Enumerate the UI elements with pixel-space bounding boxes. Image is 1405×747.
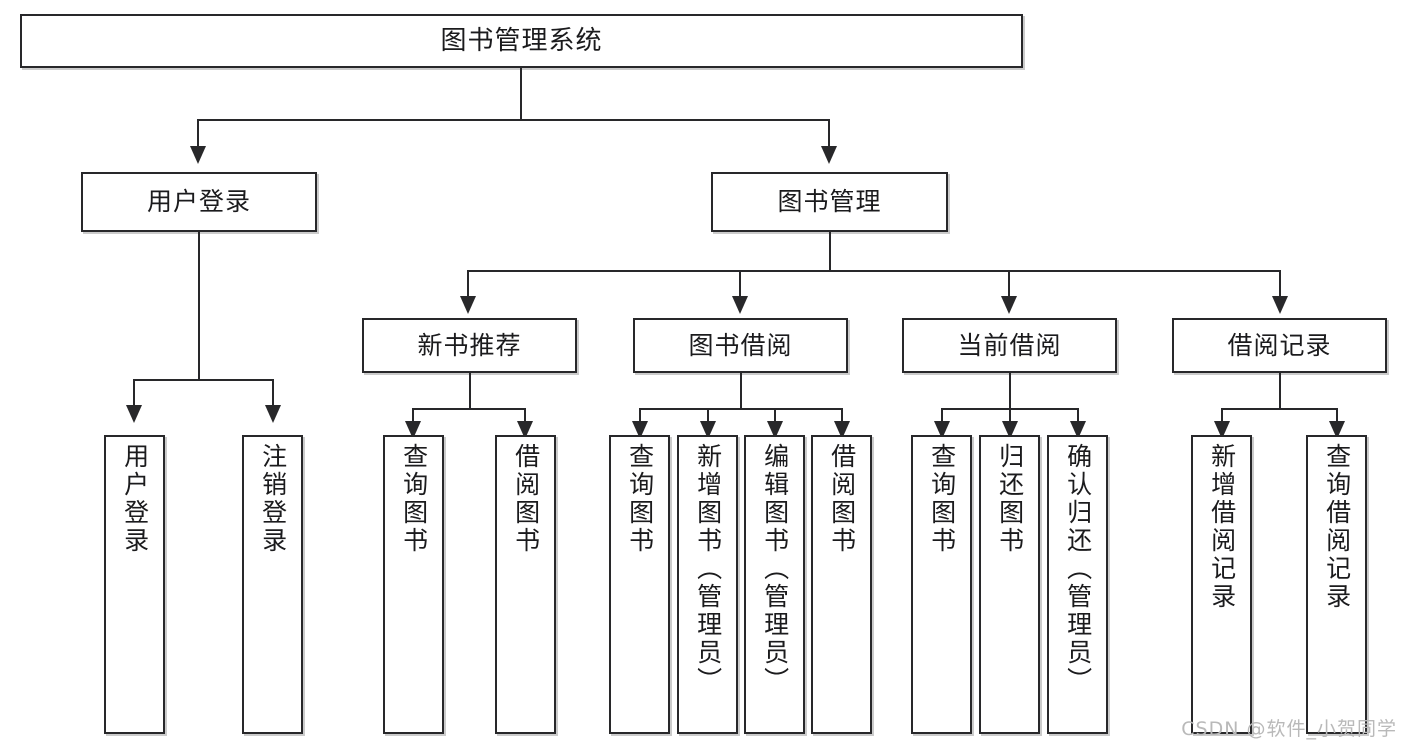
arrowhead-br-1 <box>1214 421 1230 439</box>
arrowhead-nb-2 <box>517 421 533 439</box>
leaf-query-book-cb[interactable]: 查询图书 <box>911 435 972 734</box>
connector-user-login-bar <box>133 379 273 381</box>
node-label: 查询图书 <box>399 443 429 555</box>
connector-book-borrow-bar <box>639 408 843 410</box>
connector-new-book-stem <box>469 373 471 409</box>
connector-user-login-stem <box>198 232 200 380</box>
arrowhead-nb-1 <box>405 421 421 439</box>
node-label: 借阅记录 <box>1227 330 1332 360</box>
connector-borrow-record-stem <box>1279 373 1281 409</box>
arrowhead-cb-3 <box>1070 421 1086 439</box>
node-label: 注销登录 <box>258 443 288 555</box>
connector-drop-book-borrow <box>739 270 741 297</box>
node-user-login[interactable]: 用户登录 <box>81 172 317 232</box>
connector-drop-new-book <box>467 270 469 297</box>
node-new-book-recommend[interactable]: 新书推荐 <box>362 318 577 373</box>
connector-drop-br-1 <box>1221 408 1223 422</box>
connector-borrow-record-bar <box>1221 408 1337 410</box>
connector-drop-bb-2 <box>707 408 709 422</box>
node-label: 图书管理系统 <box>440 25 603 56</box>
arrowhead-current-borrow <box>1001 296 1017 314</box>
arrowhead-login-2 <box>265 405 281 423</box>
arrowhead-user-login <box>190 146 206 164</box>
node-label: 图书借阅 <box>688 330 793 360</box>
node-label: 用户登录 <box>120 443 150 555</box>
node-label: 新增借阅记录 <box>1207 443 1237 611</box>
connector-drop-borrow-record <box>1279 270 1281 297</box>
node-label: 借阅图书 <box>511 443 541 555</box>
node-label: 借阅图书 <box>827 443 857 555</box>
leaf-query-book-nb[interactable]: 查询图书 <box>383 435 444 734</box>
node-label: 图书管理 <box>777 187 882 217</box>
connector-drop-login-1 <box>133 379 135 406</box>
leaf-logout[interactable]: 注销登录 <box>242 435 303 734</box>
leaf-confirm-return-admin[interactable]: 确认归还（管理员） <box>1047 435 1108 734</box>
node-root-system[interactable]: 图书管理系统 <box>20 14 1023 68</box>
connector-drop-bb-1 <box>639 408 641 422</box>
node-label: 新书推荐 <box>417 330 522 360</box>
arrowhead-book-manage <box>821 146 837 164</box>
node-label: 确认归还（管理员） <box>1063 443 1093 695</box>
connector-drop-current-borrow <box>1008 270 1010 297</box>
connector-drop-cb-1 <box>941 408 943 422</box>
leaf-query-book-bb[interactable]: 查询图书 <box>609 435 670 734</box>
connector-new-book-bar <box>412 408 526 410</box>
arrowhead-login-1 <box>126 405 142 423</box>
node-label: 查询图书 <box>927 443 957 555</box>
leaf-add-borrow-record[interactable]: 新增借阅记录 <box>1191 435 1252 734</box>
node-label: 新增图书（管理员） <box>693 443 723 695</box>
connector-drop-book-manage <box>828 119 830 147</box>
arrowhead-new-book <box>460 296 476 314</box>
connector-drop-login-2 <box>272 379 274 406</box>
node-label: 归还图书 <box>995 443 1025 555</box>
node-label: 查询图书 <box>625 443 655 555</box>
arrowhead-bb-1 <box>632 421 648 439</box>
connector-level3-bar <box>467 270 1281 272</box>
arrowhead-book-borrow <box>732 296 748 314</box>
leaf-add-book-admin[interactable]: 新增图书（管理员） <box>677 435 738 734</box>
leaf-edit-book-admin[interactable]: 编辑图书（管理员） <box>744 435 805 734</box>
node-borrow-record[interactable]: 借阅记录 <box>1172 318 1387 373</box>
arrowhead-bb-4 <box>834 421 850 439</box>
connector-current-borrow-stem <box>1009 373 1011 409</box>
node-label: 当前借阅 <box>957 330 1062 360</box>
node-book-management[interactable]: 图书管理 <box>711 172 948 232</box>
connector-book-borrow-stem <box>740 373 742 409</box>
connector-root-stem <box>520 68 522 120</box>
arrowhead-borrow-record <box>1272 296 1288 314</box>
arrowhead-cb-1 <box>934 421 950 439</box>
connector-drop-nb-1 <box>412 408 414 422</box>
connector-drop-nb-2 <box>524 408 526 422</box>
csdn-watermark: CSDN @软件_小贺同学 <box>1181 718 1397 740</box>
node-label: 编辑图书（管理员） <box>760 443 790 695</box>
arrowhead-bb-3 <box>767 421 783 439</box>
arrowhead-cb-2 <box>1002 421 1018 439</box>
node-book-borrow[interactable]: 图书借阅 <box>633 318 848 373</box>
leaf-borrow-book-nb[interactable]: 借阅图书 <box>495 435 556 734</box>
leaf-return-book[interactable]: 归还图书 <box>979 435 1040 734</box>
connector-drop-br-2 <box>1336 408 1338 422</box>
leaf-query-borrow-record[interactable]: 查询借阅记录 <box>1306 435 1367 734</box>
node-label: 查询借阅记录 <box>1322 443 1352 611</box>
node-label: 用户登录 <box>146 187 251 217</box>
connector-book-manage-stem <box>829 232 831 272</box>
node-current-borrow[interactable]: 当前借阅 <box>902 318 1117 373</box>
connector-drop-bb-3 <box>774 408 776 422</box>
connector-drop-user-login <box>197 119 199 147</box>
arrowhead-br-2 <box>1329 421 1345 439</box>
connector-drop-cb-2 <box>1009 408 1011 422</box>
connector-drop-bb-4 <box>841 408 843 422</box>
connector-root-bar <box>197 119 828 121</box>
arrowhead-bb-2 <box>700 421 716 439</box>
connector-drop-cb-3 <box>1077 408 1079 422</box>
leaf-borrow-book-bb[interactable]: 借阅图书 <box>811 435 872 734</box>
leaf-user-login[interactable]: 用户登录 <box>104 435 165 734</box>
